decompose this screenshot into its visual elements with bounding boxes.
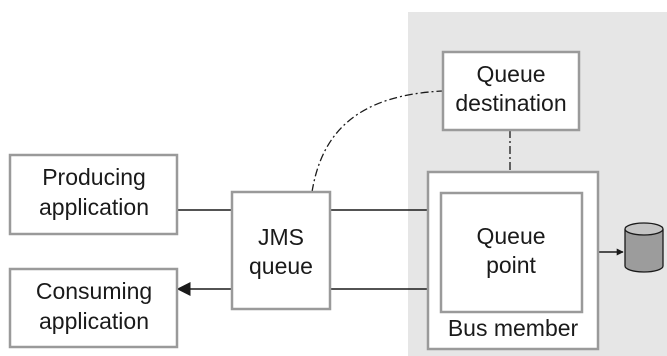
- consuming-application-label-line2: application: [39, 308, 149, 334]
- database-cylinder-icon: [624, 222, 664, 273]
- jms-queue-label-line2: queue: [249, 253, 313, 279]
- consuming-application-label-line1: Consuming: [36, 278, 152, 304]
- jms-queue-label-line1: JMS: [258, 224, 304, 250]
- consuming-application-box: [8, 267, 179, 349]
- producing-application-box: [8, 153, 179, 236]
- queue-point-box: [439, 191, 584, 314]
- jms-to-destination-curve: [311, 90, 444, 193]
- bus-member-label: Bus member: [448, 315, 579, 341]
- queue-destination-box: [441, 50, 581, 132]
- producing-application-label-line2: application: [39, 194, 149, 220]
- jms-queue-box: [230, 190, 332, 311]
- producing-application-label-line1: Producing: [42, 164, 146, 190]
- queue-point-label-line2: point: [486, 252, 536, 278]
- queue-point-label-line1: Queue: [476, 223, 545, 249]
- queue-destination-label-line2: destination: [455, 90, 566, 116]
- queue-destination-label-line1: Queue: [476, 61, 545, 87]
